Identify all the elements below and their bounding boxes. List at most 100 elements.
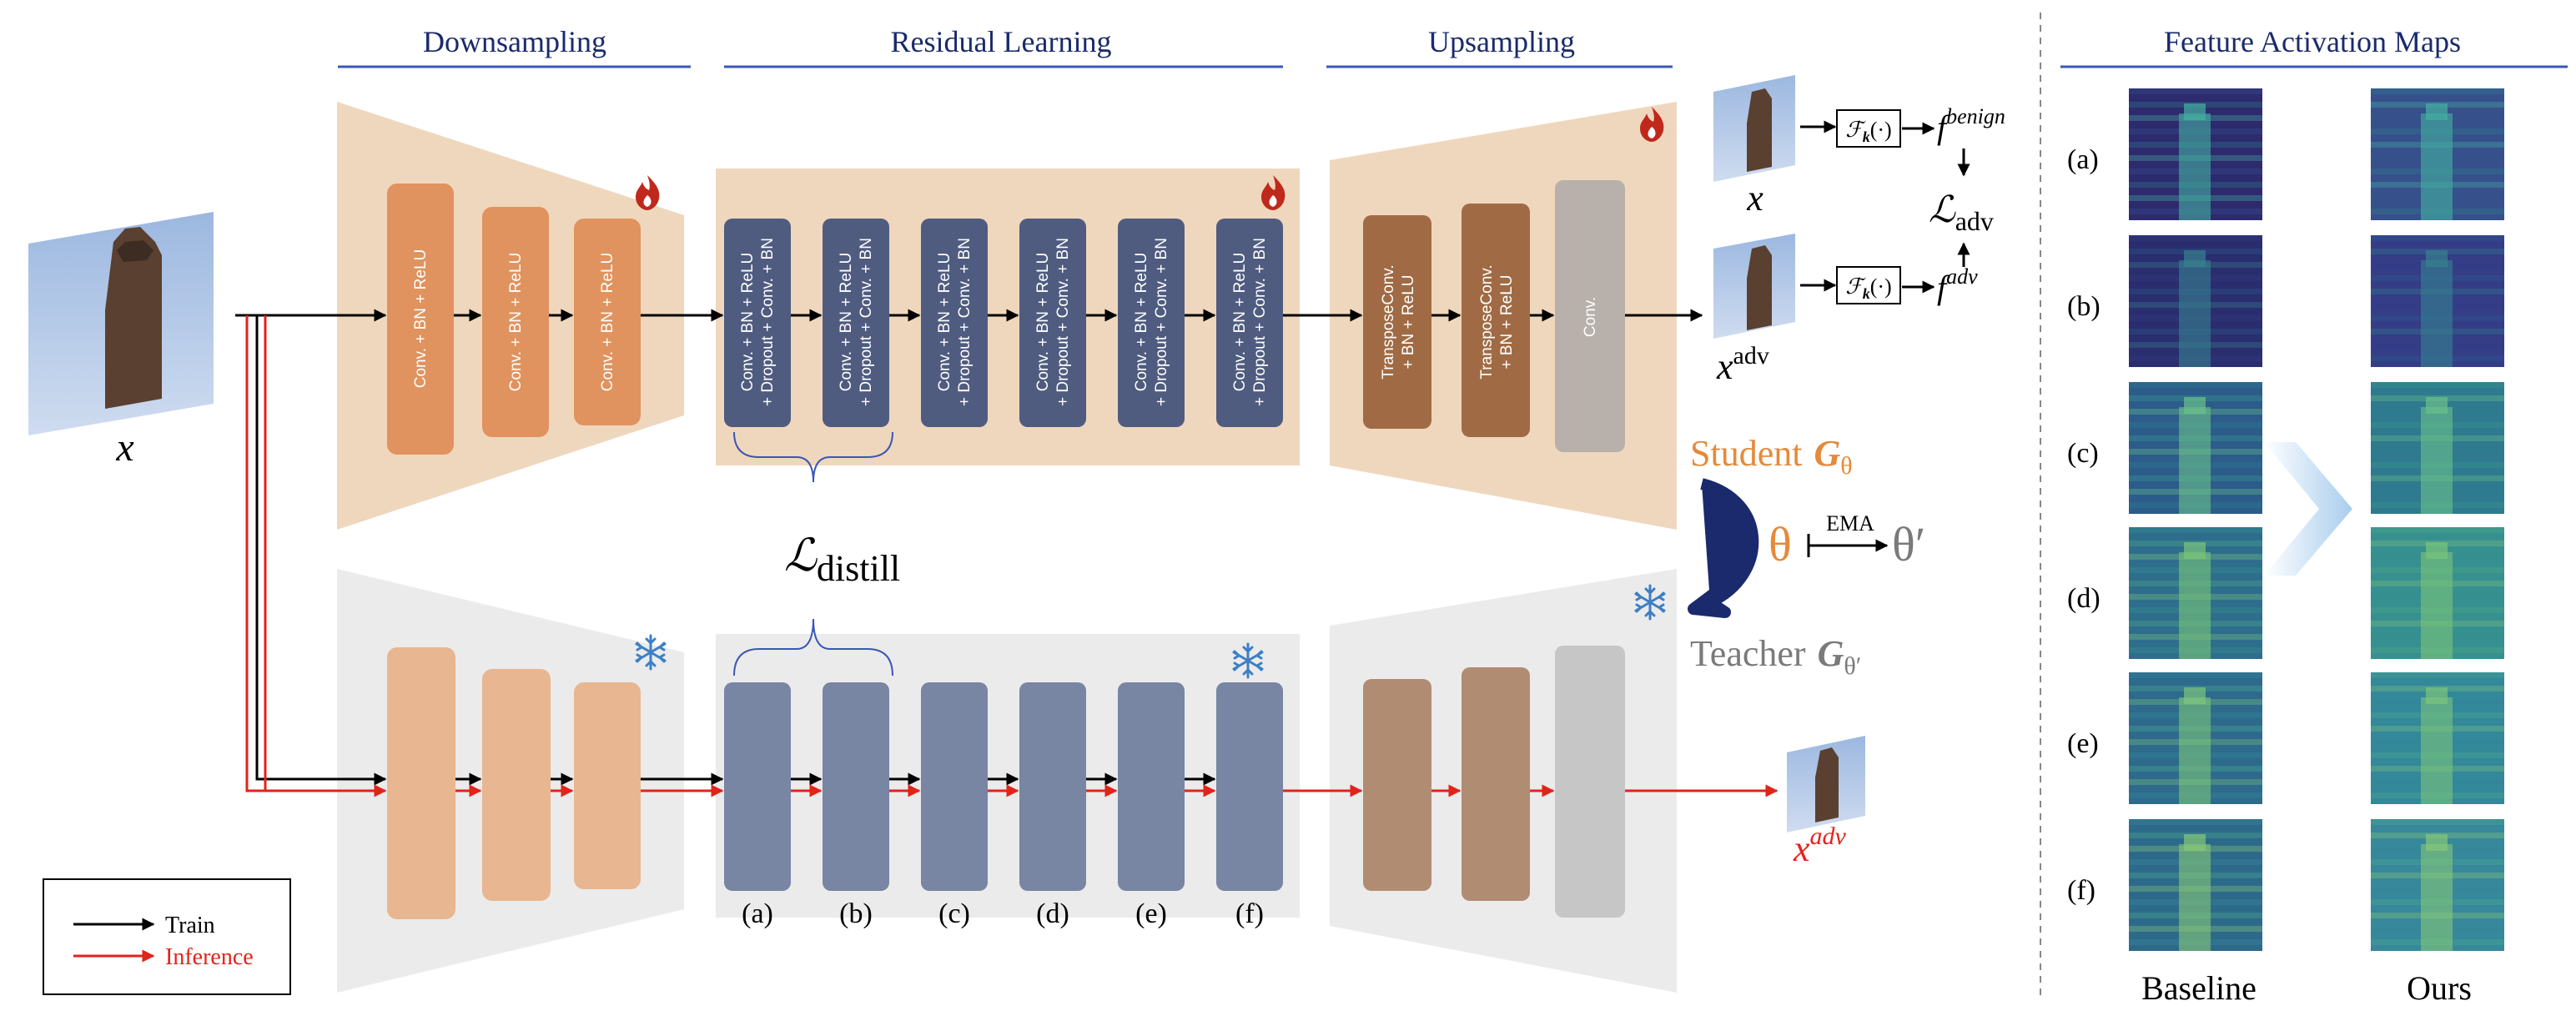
teacher-down-block [482,669,551,901]
distill-brace-top [733,431,893,483]
adv-loss-label: ℒadv [1929,189,1994,236]
svg-text:+ Dropout + Conv. + BN: + Dropout + Conv. + BN [1054,238,1072,406]
flow-label-x-adv: xadv [1716,342,1769,387]
teacher-down-block [574,682,641,889]
theta-prime-label: θ′ [1892,517,1925,571]
svg-text:+ BN + ReLU: + BN + ReLU [1400,275,1417,370]
feature-map-row-label: (c) [2067,438,2099,469]
teacher-res-block [1019,682,1086,891]
teacher-conv-block [1555,646,1625,918]
distill-loss-label: ℒdistill [784,531,900,589]
teacher-res-block [724,682,791,891]
svg-text:Conv. + BN + ReLU: Conv. + BN + ReLU [1133,253,1150,392]
teacher-res-label: (b) [839,898,873,929]
theta-label: θ [1768,517,1792,571]
svg-text:+ Dropout + Conv. + BN: + Dropout + Conv. + BN [1251,238,1269,406]
legend-inference-label: Inference [165,944,254,970]
teacher-res-block [1118,682,1185,891]
f-adv-label: fadv [1937,264,1978,306]
input-label-x: x [115,425,133,470]
ours-map [2371,819,2504,951]
feature-map-row-label: (d) [2067,583,2101,614]
output-adv-image [1787,736,1865,832]
section-title-feature-maps: Feature Activation Maps [2164,25,2461,58]
teacher-residual-labels: (a) (b) (c) (d) (e) (f) [742,898,1264,929]
teacher-res-label: (a) [742,898,773,929]
svg-text:Conv. + BN + ReLU: Conv. + BN + ReLU [507,253,525,392]
student-res-block: Conv. + BN + ReLU+ Dropout + Conv. + BN [823,219,889,427]
teacher-res-label: (f) [1235,898,1264,929]
svg-text:+ Dropout + Conv. + BN: + Dropout + Conv. + BN [858,238,875,406]
student-down-block: Conv. + BN + ReLU [574,219,641,425]
ours-map [2371,235,2504,367]
baseline-map [2129,382,2262,514]
student-res-block: Conv. + BN + ReLU+ Dropout + Conv. + BN [921,219,988,427]
teacher-res-block [823,682,889,891]
f-benign-label: fbenign [1937,104,2005,146]
teacher-res-label: (d) [1036,898,1069,929]
svg-text:+ Dropout + Conv. + BN: + Dropout + Conv. + BN [1153,238,1170,406]
flow-image-x [1713,75,1795,182]
feature-map-row-label: (b) [2067,291,2101,322]
svg-text:TransposeConv.: TransposeConv. [1478,264,1496,379]
teacher-residual-blocks [724,682,1283,891]
student-res-block: Conv. + BN + ReLU+ Dropout + Conv. + BN [1019,219,1086,427]
teacher-res-label: (c) [938,898,970,929]
ours-map [2371,527,2504,659]
train-arrows [235,309,1703,786]
svg-text:Conv. + BN + ReLU: Conv. + BN + ReLU [936,253,953,392]
legend-train-label: Train [165,913,215,938]
svg-text:+ BN + ReLU: + BN + ReLU [1498,275,1516,370]
ours-map [2371,88,2504,220]
svg-text:Conv. + BN + ReLU: Conv. + BN + ReLU [838,253,855,392]
teacher-res-label: (e) [1135,898,1167,929]
feature-extractor-box: ℱk(·) [1836,109,1901,148]
student-res-block: Conv. + BN + ReLU+ Dropout + Conv. + BN [1216,219,1283,427]
baseline-map [2129,819,2262,951]
student-residual-panel [716,168,1300,465]
svg-text:Conv. + BN + ReLU: Conv. + BN + ReLU [1034,253,1052,392]
baseline-map [2129,235,2262,367]
teacher-residual-panel [716,634,1300,918]
baseline-map [2129,672,2262,804]
baseline-map [2129,527,2262,659]
svg-text:Conv. + BN + ReLU: Conv. + BN + ReLU [599,253,616,392]
svg-text:ℱk(·): ℱk(·) [1845,274,1891,302]
chevron-right-icon [2264,442,2352,576]
distill-brace-bottom [733,618,893,676]
ours-map [2371,382,2504,514]
feature-map-row-label: (a) [2067,144,2099,175]
section-title-downsampling: Downsampling [423,25,606,58]
svg-text:Conv. + BN + ReLU: Conv. + BN + ReLU [412,249,430,389]
output-adv-label: xadv [1793,822,1847,869]
feature-extractor-box: ℱk(·) [1836,266,1901,304]
svg-text:+ Dropout + Conv. + BN: + Dropout + Conv. + BN [956,238,974,406]
flow-label-x: x [1746,178,1763,219]
student-down-block: Conv. + BN + ReLU [482,207,549,437]
baseline-label: Baseline [2141,969,2257,1007]
student-up-block: TransposeConv. + BN + ReLU [1462,204,1530,437]
svg-text:ℱk(·): ℱk(·) [1845,118,1891,145]
student-res-block: Conv. + BN + ReLU+ Dropout + Conv. + BN [1118,219,1185,427]
feature-map-row-label: (e) [2067,728,2099,759]
teacher-up-block [1462,667,1530,901]
fire-icon [636,175,660,210]
ours-map [2371,672,2504,804]
feature-map-grid: (a)(b)(c)(d)(e)(f) [2067,88,2504,951]
student-up-block: TransposeConv. + BN + ReLU [1363,215,1431,429]
svg-text:Conv.: Conv. [1582,297,1599,337]
teacher-res-block [1216,682,1283,891]
svg-text:Conv. + BN + ReLU: Conv. + BN + ReLU [1231,253,1249,392]
section-title-residual: Residual Learning [891,25,1112,58]
student-down-block: Conv. + BN + ReLU [387,184,454,455]
section-title-upsampling: Upsampling [1428,25,1575,58]
teacher-up-block [1363,679,1431,891]
ema-label: EMA [1826,511,1874,536]
legend: Train Inference [43,878,291,995]
input-image [28,212,214,435]
svg-text:Conv. + BN + ReLU: Conv. + BN + ReLU [739,253,757,392]
